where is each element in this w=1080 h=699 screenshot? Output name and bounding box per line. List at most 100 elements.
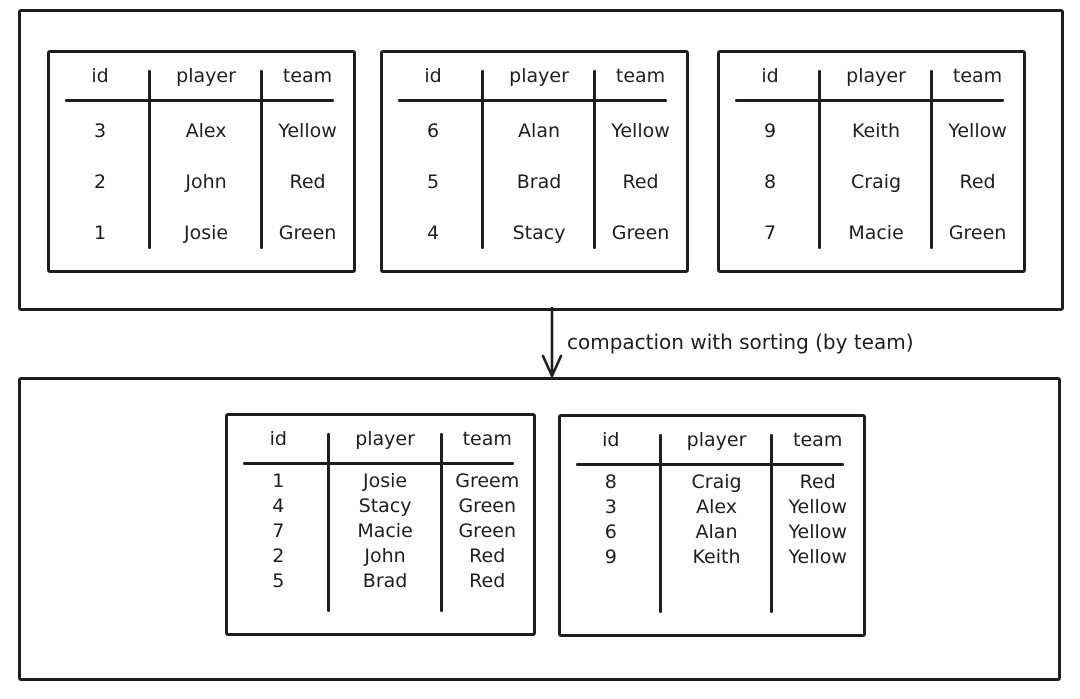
cell-team: Red — [799, 470, 836, 493]
cell-team: Red — [289, 170, 326, 193]
column-divider — [326, 433, 330, 612]
table-row: 2 John Red — [228, 543, 533, 568]
table-body: 6 Alan Yellow 5 Brad Red 4 Stacy Green — [383, 105, 686, 258]
cell-team: Red — [959, 170, 996, 193]
compacted-tables-group-box — [18, 377, 1061, 681]
cell-team: Yellow — [611, 119, 670, 142]
table-body: 8 Craig Red 3 Alex Yellow 6 Alan Yellow … — [561, 469, 863, 569]
column-divider — [147, 70, 151, 249]
cell-player: Alan — [695, 520, 738, 543]
cell-id: 6 — [426, 119, 440, 142]
cell-player: Stacy — [358, 494, 412, 517]
cell-player: Alan — [518, 119, 561, 142]
cell-team: Greem — [455, 469, 520, 492]
column-divider — [260, 70, 264, 249]
table-body: 9 Keith Yellow 8 Craig Red 7 Macie Green — [720, 105, 1023, 258]
cell-team: Yellow — [948, 119, 1007, 142]
table-row: 2 John Red — [50, 156, 353, 207]
column-divider — [480, 70, 484, 249]
column-header-id: id — [269, 428, 287, 450]
cell-team: Yellow — [788, 545, 847, 568]
cell-player: Alex — [696, 495, 737, 518]
table-row: 6 Alan Yellow — [383, 105, 686, 156]
cell-id: 9 — [604, 545, 617, 568]
table-row: 3 Alex Yellow — [50, 105, 353, 156]
cell-player: Brad — [516, 170, 562, 193]
cell-player: Josie — [363, 469, 408, 492]
cell-id: 8 — [763, 170, 777, 193]
header-divider — [576, 463, 844, 466]
cell-player: Craig — [851, 170, 902, 193]
cell-player: Macie — [357, 519, 413, 542]
cell-id: 4 — [426, 221, 440, 244]
cell-id: 2 — [93, 170, 107, 193]
column-header-team: team — [615, 65, 666, 87]
cell-player: John — [364, 544, 406, 567]
table-row: 7 Macie Green — [228, 518, 533, 543]
cell-id: 6 — [604, 520, 617, 543]
column-header-player: player — [509, 65, 569, 87]
cell-player: Craig — [691, 470, 742, 493]
compacted-table-2: id player team 8 Craig Red 3 Alex Yellow… — [558, 414, 866, 637]
cell-team: Green — [458, 494, 516, 517]
cell-id: 8 — [604, 470, 617, 493]
header-divider — [398, 99, 667, 102]
cell-player: Keith — [852, 119, 901, 142]
cell-team: Green — [948, 221, 1007, 244]
cell-player: John — [185, 170, 227, 193]
column-header-team: team — [952, 65, 1003, 87]
table-row: 7 Macie Green — [720, 207, 1023, 258]
column-header-id: id — [761, 65, 779, 87]
table-row: 1 Josie Greem — [228, 468, 533, 493]
compaction-arrow-label: compaction with sorting (by team) — [567, 330, 914, 354]
cell-id: 2 — [272, 544, 285, 567]
column-header-player: player — [176, 65, 236, 87]
cell-id: 1 — [93, 221, 107, 244]
table-body: 1 Josie Greem 4 Stacy Green 7 Macie Gree… — [228, 468, 533, 593]
table-header-row: id player team — [720, 65, 1023, 87]
table-row: 8 Craig Red — [561, 469, 863, 494]
table-row: 4 Stacy Green — [383, 207, 686, 258]
column-divider — [439, 433, 443, 612]
compacted-table-1: id player team 1 Josie Greem 4 Stacy Gre… — [225, 413, 536, 636]
cell-id: 4 — [272, 494, 285, 517]
column-divider — [593, 70, 597, 249]
table-row: 9 Keith Yellow — [561, 544, 863, 569]
cell-id: 7 — [763, 221, 777, 244]
cell-player: Alex — [185, 119, 227, 142]
table-header-row: id player team — [383, 65, 686, 87]
source-table-3: id player team 9 Keith Yellow 8 Craig Re… — [717, 50, 1026, 273]
table-row: 6 Alan Yellow — [561, 519, 863, 544]
table-row: 3 Alex Yellow — [561, 494, 863, 519]
column-header-id: id — [602, 429, 620, 451]
cell-id: 9 — [763, 119, 777, 142]
table-header-row: id player team — [50, 65, 353, 87]
source-table-2: id player team 6 Alan Yellow 5 Brad Red … — [380, 50, 689, 273]
cell-id: 3 — [604, 495, 617, 518]
column-divider — [658, 434, 662, 613]
cell-player: Macie — [848, 221, 904, 244]
cell-team: Red — [622, 170, 659, 193]
cell-team: Green — [278, 221, 337, 244]
cell-id: 5 — [272, 569, 285, 592]
table-header-row: id player team — [228, 428, 533, 450]
cell-team: Green — [458, 519, 516, 542]
cell-id: 1 — [272, 469, 285, 492]
cell-team: Yellow — [788, 520, 847, 543]
table-body: 3 Alex Yellow 2 John Red 1 Josie Green — [50, 105, 353, 258]
cell-id: 3 — [93, 119, 107, 142]
column-header-id: id — [91, 65, 109, 87]
cell-player: Josie — [183, 221, 229, 244]
header-divider — [735, 99, 1004, 102]
cell-id: 7 — [272, 519, 285, 542]
column-header-player: player — [846, 65, 906, 87]
cell-player: Brad — [362, 569, 408, 592]
table-header-row: id player team — [561, 429, 863, 451]
table-row: 4 Stacy Green — [228, 493, 533, 518]
column-header-id: id — [424, 65, 442, 87]
column-divider — [930, 70, 934, 249]
column-header-team: team — [282, 65, 333, 87]
header-divider — [243, 462, 514, 465]
header-divider — [65, 99, 334, 102]
